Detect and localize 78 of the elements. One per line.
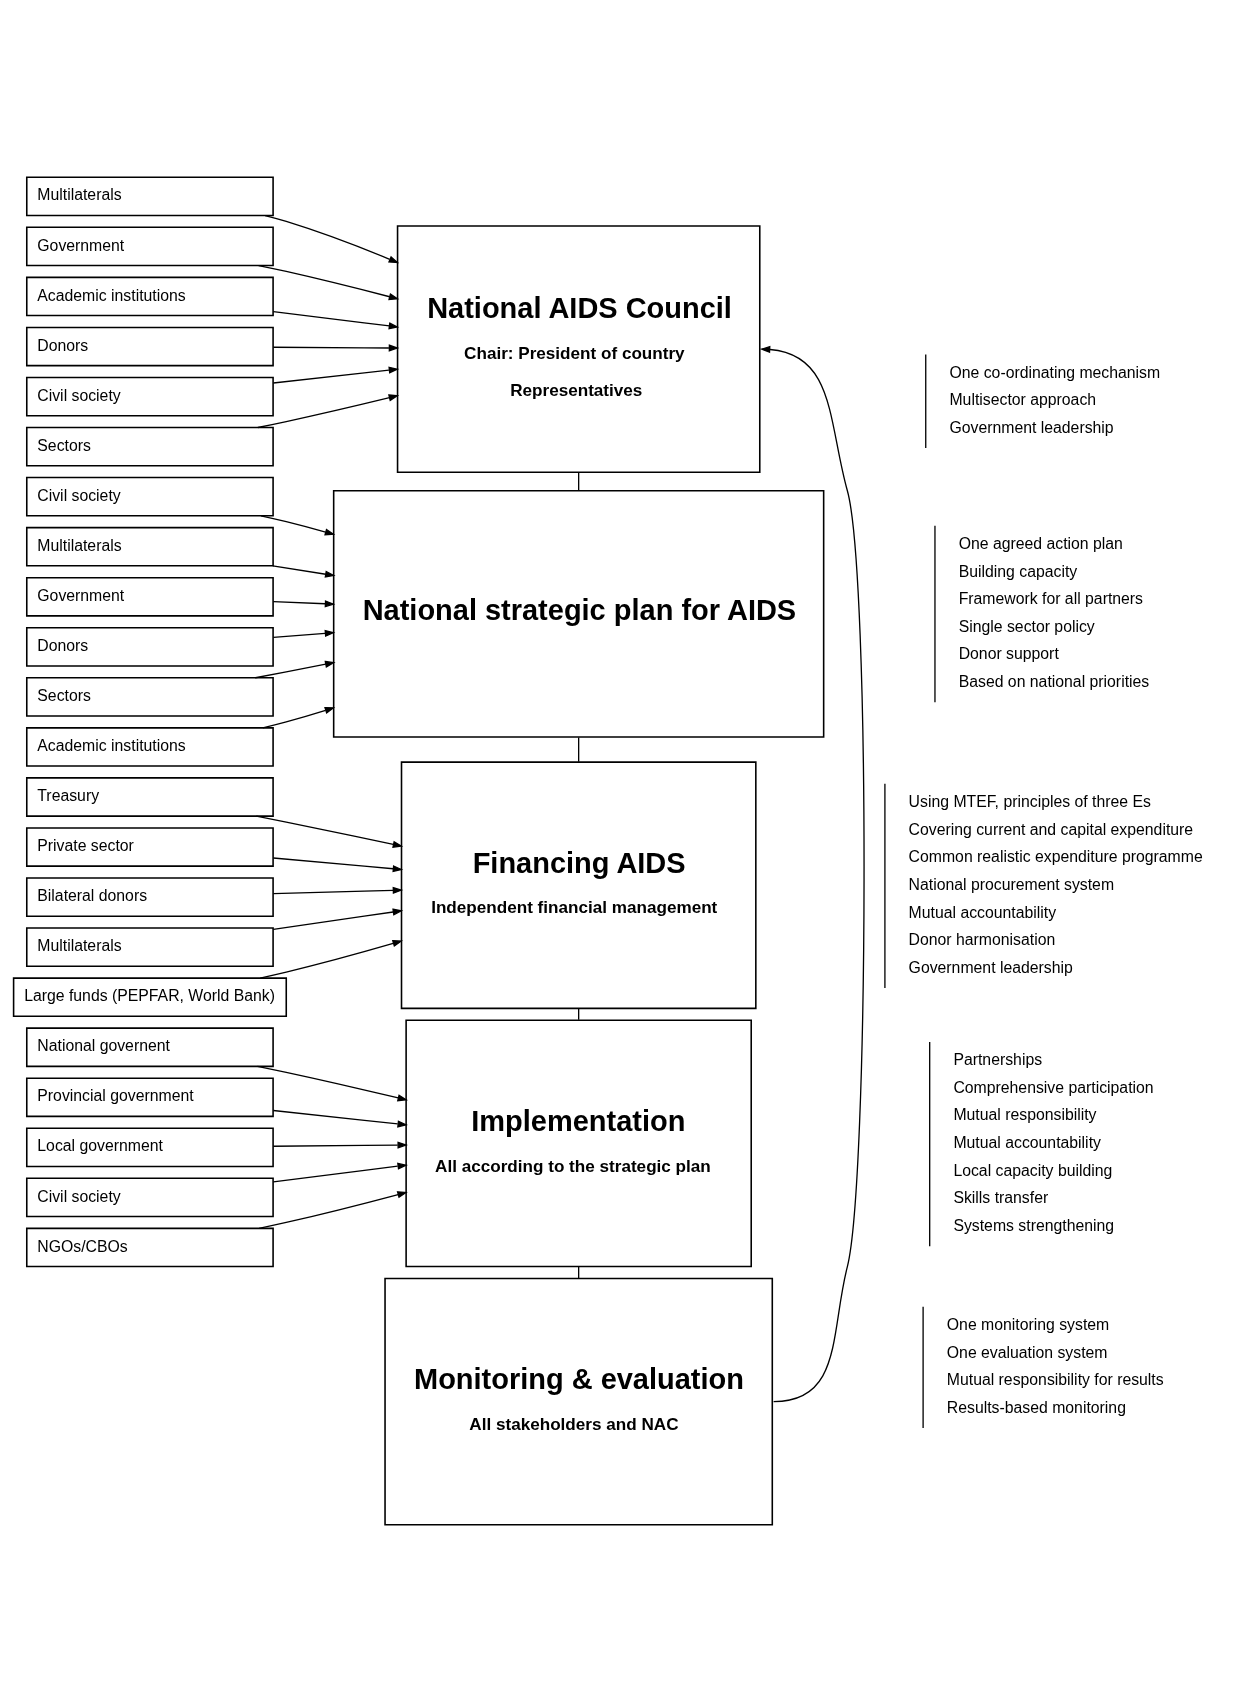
node-label: Mutual responsibility [953,1106,1097,1124]
arrow [264,214,400,264]
node-label: One agreed action plan [958,534,1123,552]
arrow [272,366,400,384]
node-box: Government [26,226,274,267]
node-box: Civil society [26,376,274,417]
arrow [257,394,400,429]
node-box: Sectors [26,677,274,717]
node-box: Donors [26,326,274,367]
arrow [272,344,400,352]
arrow [272,310,400,330]
arrow [272,857,404,873]
node-box: Provincial government [26,1077,274,1118]
arrow [272,908,404,931]
arrow [259,940,404,979]
node-box: NGOs/CBOs [26,1227,274,1268]
node-box: Academic institutions [26,276,274,317]
node-box: National strategic plan for AIDS [332,489,825,738]
arrow [260,515,336,536]
node-label: Donor support [958,645,1059,663]
arrow [759,345,865,1403]
node-label: Results-based monitoring [946,1398,1126,1416]
node-box: National AIDS Council Chair: President of country Representatives [396,225,761,474]
connector [578,736,580,763]
node-label: Single sector policy [958,617,1095,635]
node-label: Partnerships [953,1051,1043,1069]
node-box: Sectors [26,426,274,467]
arrow [272,600,336,608]
node-box: Multilaterals [26,927,274,968]
node-box: Monitoring & evaluation All stakeholders and NAC [384,1277,774,1526]
node-box: Government [26,576,274,617]
node-label: Comprehensive participation [953,1078,1154,1096]
node-label: Building capacity [958,562,1078,580]
node-label: Donor harmonisation [908,931,1056,949]
arrow [256,1065,409,1102]
node-box: Bilateral donors [26,877,274,917]
node-box: Multilaterals [26,526,274,567]
node-label: Common realistic expenditure programme [908,848,1203,866]
node-label: One co-ordinating mechanism [949,363,1161,381]
node-box: Civil society [26,476,274,517]
arrow [257,264,400,301]
node-label: Framework for all partners [958,590,1144,608]
node-label: Mutual responsibility for results [946,1371,1164,1389]
node-box: Multilaterals [26,176,274,217]
node-box: National governent [26,1027,274,1068]
node-box: Large funds (PEPFAR, World Bank) [12,977,288,1018]
node-box: Academic institutions [26,727,274,767]
arrow [262,706,336,729]
node-label: Government leadership [949,418,1114,436]
node-box: Donors [26,626,274,667]
node-box: Treasury [26,777,274,817]
arrow [272,565,336,578]
arrow [258,1191,408,1229]
node-box: Local government [26,1127,274,1168]
node-box: Financing AIDS Independent financial management [400,761,757,1010]
node-label: Mutual accountability [908,903,1057,921]
node-label: Skills transfer [953,1189,1049,1207]
node-label: Covering current and capital expenditure [908,820,1194,838]
node-label: Mutual accountability [953,1134,1101,1152]
node-label: One evaluation system [946,1343,1108,1361]
arrow [272,1162,408,1183]
node-label: Systems strengthening [953,1217,1115,1235]
arrow [255,815,404,848]
node-label: Using MTEF, principles of three Es [908,793,1151,811]
node-label: Based on national priorities [958,673,1150,691]
node-label: National procurement system [908,875,1115,893]
arrow [272,1141,408,1149]
node-label: Local capacity building [953,1161,1113,1179]
node-box: Private sector [26,827,274,867]
arrow [254,660,336,679]
node-label: One monitoring system [946,1315,1110,1333]
arrow [272,629,336,639]
arrow [272,886,404,895]
node-label: Multisector approach [949,391,1097,409]
node-label: Government leadership [908,958,1073,976]
arrow [272,1109,408,1128]
node-box: Civil society [26,1177,274,1218]
node-box: Implementation All according to the strategic plan [405,1019,752,1268]
